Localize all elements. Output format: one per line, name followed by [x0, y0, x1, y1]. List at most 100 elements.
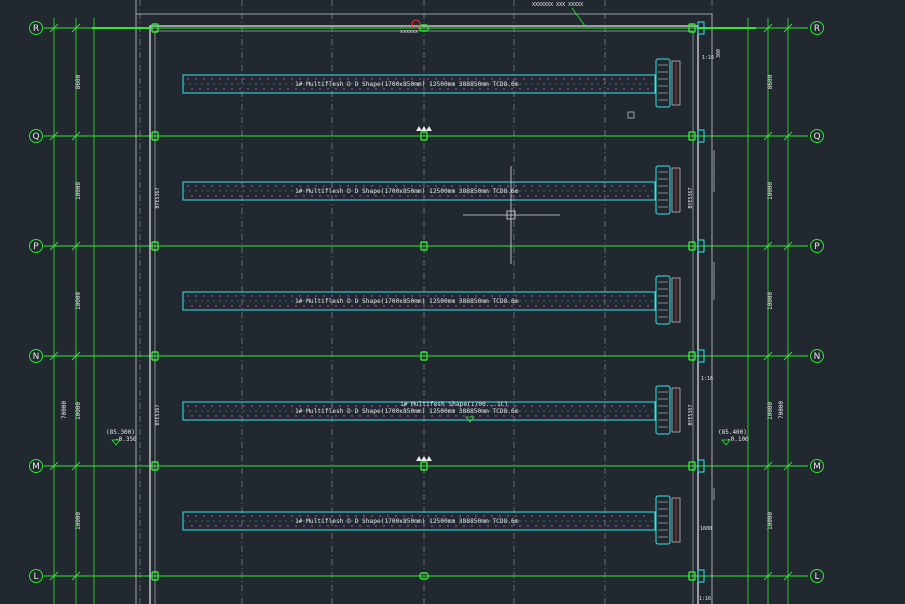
- beam-dot: [431, 88, 433, 90]
- beam-dot: [447, 525, 449, 527]
- column-marker: [151, 23, 159, 33]
- beam-dot: [459, 185, 461, 187]
- beam-dot: [575, 305, 577, 307]
- dim-tick-b-0-0: [71, 23, 81, 33]
- beam-dot: [539, 515, 541, 517]
- beam-dot: [611, 405, 613, 407]
- beam-dot: [567, 195, 569, 197]
- beam-dot: [371, 78, 373, 80]
- axis-label-N: N: [814, 352, 821, 362]
- beam-dot: [379, 78, 381, 80]
- beam-dot: [407, 525, 409, 527]
- bay-dimension: 10000: [767, 182, 774, 200]
- beam-dot: [535, 305, 537, 307]
- axis-bubble-Q: [29, 129, 43, 143]
- beam-dot: [363, 185, 365, 187]
- beam-dot: [527, 88, 529, 90]
- beam-dot: [539, 78, 541, 80]
- beam-dot: [579, 185, 581, 187]
- beam-dot: [479, 305, 481, 307]
- beam-dot: [471, 88, 473, 90]
- beam-dot: [591, 415, 593, 417]
- beam-dot: [463, 525, 465, 527]
- beam-dot: [647, 88, 649, 90]
- beam-dot: [527, 195, 529, 197]
- beam-dot: [187, 78, 189, 80]
- beam-dot: [463, 88, 465, 90]
- beam-dot: [259, 515, 261, 517]
- beam-dot: [223, 195, 225, 197]
- beam-dot: [303, 195, 305, 197]
- beam-dot: [539, 295, 541, 297]
- beam-dot: [495, 195, 497, 197]
- beam-dot: [367, 88, 369, 90]
- beam-dot: [523, 405, 525, 407]
- beam-dot: [559, 305, 561, 307]
- beam-dot: [599, 525, 601, 527]
- beam-dot: [547, 185, 549, 187]
- beam-dot: [211, 78, 213, 80]
- beam-dot: [203, 405, 205, 407]
- beam-dot: [331, 185, 333, 187]
- beam-dot: [531, 78, 533, 80]
- elevation-left-sub: -0.350: [115, 436, 137, 443]
- beam-dot: [239, 88, 241, 90]
- beam-dot: [631, 305, 633, 307]
- beam-dot: [247, 88, 249, 90]
- beam-dot: [627, 185, 629, 187]
- beam-group: 1# Multiflesh D D Shape(1700x850mm) 1250…: [182, 58, 681, 545]
- beam-dot: [519, 525, 521, 527]
- beam-dot: [319, 305, 321, 307]
- beam-dot: [279, 88, 281, 90]
- beam-dot: [347, 185, 349, 187]
- beam-dot: [347, 405, 349, 407]
- beam-dot: [491, 185, 493, 187]
- beam-dot: [199, 415, 201, 417]
- beam-dot: [403, 405, 405, 407]
- beam-dot: [359, 525, 361, 527]
- beam-dot: [279, 195, 281, 197]
- beam-dot: [623, 525, 625, 527]
- beam-dot: [383, 525, 385, 527]
- beam-dot: [375, 415, 377, 417]
- beam-dot: [339, 515, 341, 517]
- beam-dot: [567, 525, 569, 527]
- beam-dot: [415, 195, 417, 197]
- beam-dot: [419, 295, 421, 297]
- beam-dot: [387, 78, 389, 80]
- dim-tick-1-5: [783, 571, 793, 581]
- column-marker: [688, 461, 696, 471]
- beam-dot: [351, 88, 353, 90]
- beam-dot: [343, 415, 345, 417]
- beam-dot: [339, 295, 341, 297]
- bay-dimension: 10000: [75, 512, 82, 530]
- beam-dot: [375, 88, 377, 90]
- dim-tick-b-1-4: [763, 461, 773, 471]
- beam-dot: [455, 305, 457, 307]
- beam-label: 1# Multiflesh D D Shape(1700x850mm) 1250…: [295, 408, 519, 415]
- beam-dot: [635, 185, 637, 187]
- beam-dot: [375, 195, 377, 197]
- beam-dot: [423, 415, 425, 417]
- axis-label-P: P: [814, 242, 820, 252]
- beam-dot: [267, 185, 269, 187]
- beam-dot: [363, 78, 365, 80]
- beam-dot: [363, 405, 365, 407]
- beam-dot: [275, 185, 277, 187]
- beam-dot: [287, 305, 289, 307]
- beam-dot: [323, 185, 325, 187]
- small-dim-a: 1:16: [702, 55, 714, 61]
- beam-dot: [335, 305, 337, 307]
- column-marker: [151, 241, 159, 251]
- beam-dot: [363, 515, 365, 517]
- dimension-lines: 8600100001000010000100008600100001000010…: [49, 18, 793, 604]
- beam-dot: [227, 405, 229, 407]
- beam-dot: [619, 405, 621, 407]
- beam-dot: [431, 415, 433, 417]
- beam-dot: [415, 415, 417, 417]
- beam-dot: [187, 405, 189, 407]
- beam-dot: [447, 195, 449, 197]
- beam-dot: [243, 78, 245, 80]
